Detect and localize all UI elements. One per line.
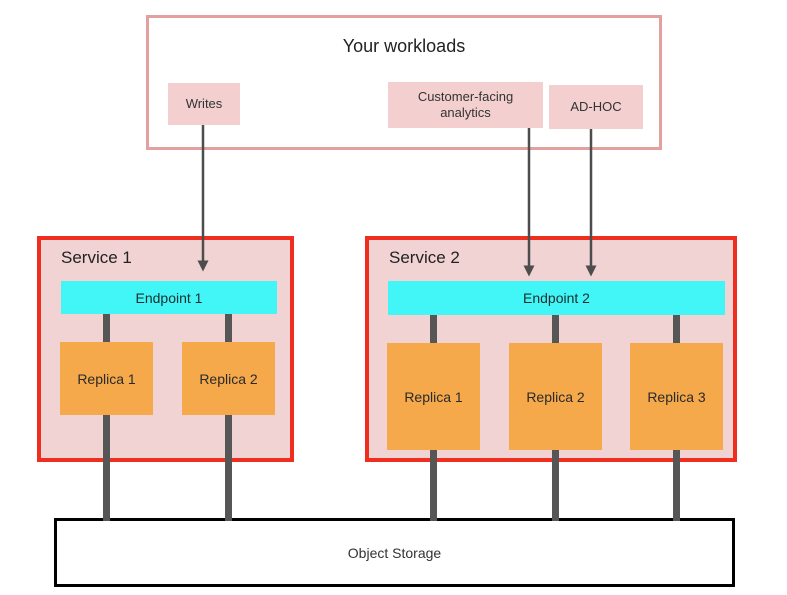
connector-service1-replica1: [103, 314, 110, 521]
workloads-title: Your workloads: [342, 36, 466, 56]
workload-writes: Writes: [168, 83, 240, 125]
service-1-replica-2: Replica 2: [182, 342, 275, 415]
service-2-endpoint: Endpoint 2: [388, 281, 725, 315]
service-2-replica-1: Replica 1: [387, 343, 480, 450]
workload-customer-facing-analytics: Customer-facing analytics: [388, 82, 543, 128]
object-storage-label: Object Storage: [347, 544, 442, 561]
service-2-name: Service 2: [389, 248, 460, 267]
object-storage-box: Object Storage: [54, 518, 735, 587]
service-1-replica-1: Replica 1: [60, 342, 153, 415]
connector-service1-replica2: [225, 314, 232, 521]
service-1-endpoint: Endpoint 1: [61, 281, 277, 314]
service-2-replica-3: Replica 3: [630, 343, 723, 450]
workload-ad-hoc: AD-HOC: [549, 85, 643, 129]
service-1-name: Service 1: [61, 248, 132, 267]
service-2-replica-2: Replica 2: [509, 343, 602, 450]
